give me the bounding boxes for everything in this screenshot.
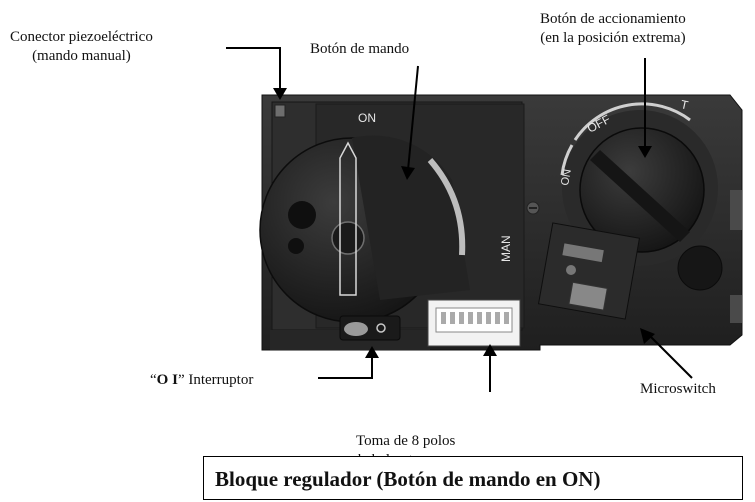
label-piezo-line1: Conector piezoeléctrico [10,29,153,45]
microswitch [537,222,641,320]
label-control-knob: Botón de mando [310,41,410,57]
knob-arrow [407,65,419,171]
piezo-connector [274,104,286,118]
label-socket-line1: Toma de 8 polos [356,433,456,449]
label-oi-switch: “O I” Interruptor [150,371,253,390]
microswitch-arrow [647,333,693,379]
actuator-knob [560,102,723,291]
label-oi-rest: ” Interruptor [177,372,254,388]
callout-arrows [226,47,693,392]
screw [526,201,540,215]
actuator-t-mark: T [679,97,690,112]
oi-switch-arrow [318,354,373,379]
label-oi-bold: O I [156,372,178,388]
actuator-on-mark: ON [559,168,574,186]
label-piezo-connector: Conector piezoeléctrico (mando manual) [10,28,153,66]
knob-man-mark: MAN [499,235,513,262]
label-actuator-line1: Botón de accionamiento [540,11,686,27]
label-oi-quote-open: “ [150,372,157,388]
label-microswitch: Microswitch [640,381,716,397]
label-actuator-line2: (en la posición extrema) [540,30,686,46]
knob-on-mark: ON [358,111,376,125]
diagram-title: Bloque regulador (Botón de mando en ON) [215,467,601,491]
label-piezo-line2: (mando manual) [32,48,131,64]
callout-arrowheads [273,88,655,358]
eight-pole-socket [427,299,521,347]
control-knob [259,103,525,329]
oi-switch [339,315,401,341]
title-box: Bloque regulador (Botón de mando en ON) [203,456,743,500]
piezo-arrow [226,47,281,92]
label-actuator-knob: Botón de accionamiento (en la posición e… [540,10,686,48]
